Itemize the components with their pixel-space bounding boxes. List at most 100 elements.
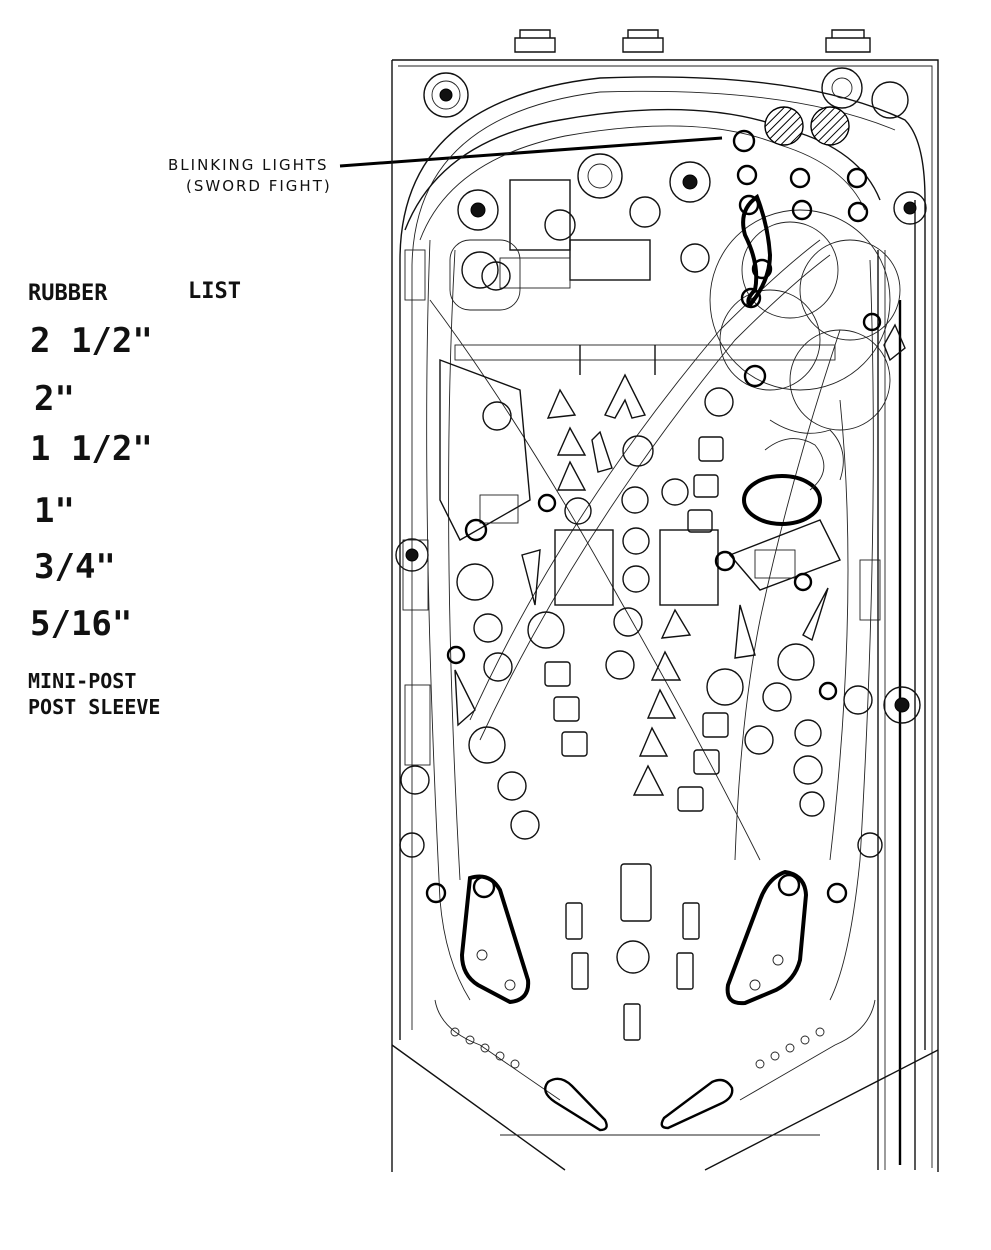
lane-dots	[450, 1027, 825, 1069]
kicker-hole-left	[481, 261, 511, 291]
playfield-outer-arch	[399, 76, 926, 1050]
square-insert	[698, 436, 724, 462]
bumper-top-left-cap	[439, 88, 453, 102]
rubber-size-4: 1"	[34, 491, 75, 531]
circle-insert	[510, 810, 540, 840]
rubber-post	[732, 129, 756, 153]
sword-art	[769, 419, 844, 481]
bumper-right-rail	[893, 191, 927, 225]
triangle-insert	[650, 650, 682, 681]
circle-insert	[794, 719, 822, 747]
rubber-extra-mini-post: MINI-POST	[28, 669, 136, 693]
sling-post	[504, 979, 516, 991]
square-insert	[693, 749, 720, 775]
center-insert-plate-left	[554, 529, 614, 606]
triangle-inserts	[454, 323, 906, 796]
right-rail-bracket	[859, 559, 881, 621]
center-target-bar	[620, 863, 652, 922]
circle-insert	[527, 611, 565, 649]
rubber-post	[818, 681, 838, 701]
right-kicker-label	[754, 549, 796, 579]
hardware-details	[402, 249, 881, 766]
orbit-rail-outer	[404, 108, 881, 231]
callout-line1: BLINKING LIGHTS	[168, 156, 329, 174]
flippers	[544, 1077, 734, 1132]
circle-insert	[483, 652, 513, 682]
triangle-insert	[734, 604, 756, 659]
bumper-center-inner	[587, 163, 613, 189]
bumper-top-left	[423, 72, 469, 118]
kicker-hole-right	[680, 243, 710, 273]
rubber-post	[446, 645, 466, 665]
rubber-ring-upper	[741, 193, 773, 308]
sling-post	[476, 949, 488, 961]
circle-insert	[564, 497, 592, 525]
loop-ring-3	[719, 289, 821, 391]
orbit-rail-inner	[419, 125, 866, 241]
bumper-left	[457, 189, 499, 231]
lane-dot	[800, 1035, 810, 1045]
circle-insert	[762, 682, 792, 712]
playfield	[391, 29, 939, 1172]
blinking-lights-ring	[742, 474, 822, 526]
hatched-target-2	[810, 106, 850, 146]
circle-insert	[744, 725, 774, 755]
right-outlane-rail	[829, 259, 874, 1001]
square-insert	[702, 712, 729, 738]
rubber-post	[826, 882, 848, 904]
rubber-size-2: 2"	[34, 379, 75, 419]
rubber-list-title-word2: LIST	[188, 279, 241, 304]
hatched-target-1	[764, 106, 804, 146]
lane-insert	[623, 1003, 641, 1041]
triangle-insert	[802, 587, 829, 642]
rubber-post	[740, 287, 762, 309]
wire-ramp-left-2	[479, 254, 831, 741]
circle-inserts	[399, 251, 883, 974]
triangle-insert	[646, 688, 677, 719]
lane-dot	[785, 1043, 795, 1053]
square-insert	[544, 661, 571, 687]
circle-insert	[400, 765, 430, 795]
callout: BLINKING LIGHTS (SWORD FIGHT)	[168, 136, 723, 195]
triangle-insert	[591, 430, 613, 473]
bumper-left-rail-cap	[405, 548, 419, 562]
left-flipper	[544, 1077, 608, 1132]
bumper-small-2	[544, 209, 576, 241]
lane-dot	[510, 1059, 520, 1069]
circle-insert	[777, 643, 815, 681]
sling-post	[749, 979, 761, 991]
rubber-post	[751, 258, 773, 280]
left-inlane-guide	[434, 999, 561, 1101]
circle-insert	[704, 387, 734, 417]
lane-dot	[480, 1043, 490, 1053]
lane-dot	[755, 1059, 765, 1069]
bumpers	[395, 67, 927, 724]
center-insert-plate-right	[659, 529, 719, 606]
left-kicker-label	[479, 494, 519, 524]
left-inner-rail	[448, 249, 461, 881]
callout-leader-line	[339, 136, 723, 168]
gear-top-right	[871, 81, 909, 119]
triangle-insert	[556, 426, 587, 456]
circle-insert	[706, 668, 744, 706]
right-slingshot-rubber	[725, 869, 809, 1006]
top-bracket-left	[514, 29, 556, 53]
right-kicker-plate	[728, 519, 841, 591]
wire-ramp-right-1	[429, 299, 761, 861]
rubber-posts	[425, 129, 882, 904]
left-rail-bracket	[402, 539, 429, 611]
square-inserts	[544, 436, 729, 1041]
lane-dot	[815, 1027, 825, 1037]
rubber-extra-post-sleeve: POST SLEEVE	[28, 695, 160, 719]
circle-insert	[843, 685, 873, 715]
cabinet-inner-edge	[398, 65, 933, 1168]
rubber-size-1: 2 1/2"	[30, 321, 153, 361]
rubber-size-5: 3/4"	[34, 547, 116, 587]
rubber-list: RUBBER LIST 2 1/2" 2" 1 1/2" 1" 3/4" 5/1…	[28, 279, 241, 719]
loop-ring-1	[741, 221, 839, 319]
rubber-post	[743, 364, 767, 388]
lane-dot	[495, 1051, 505, 1061]
right-inner-rail	[829, 399, 849, 861]
rubber-post	[425, 882, 447, 904]
